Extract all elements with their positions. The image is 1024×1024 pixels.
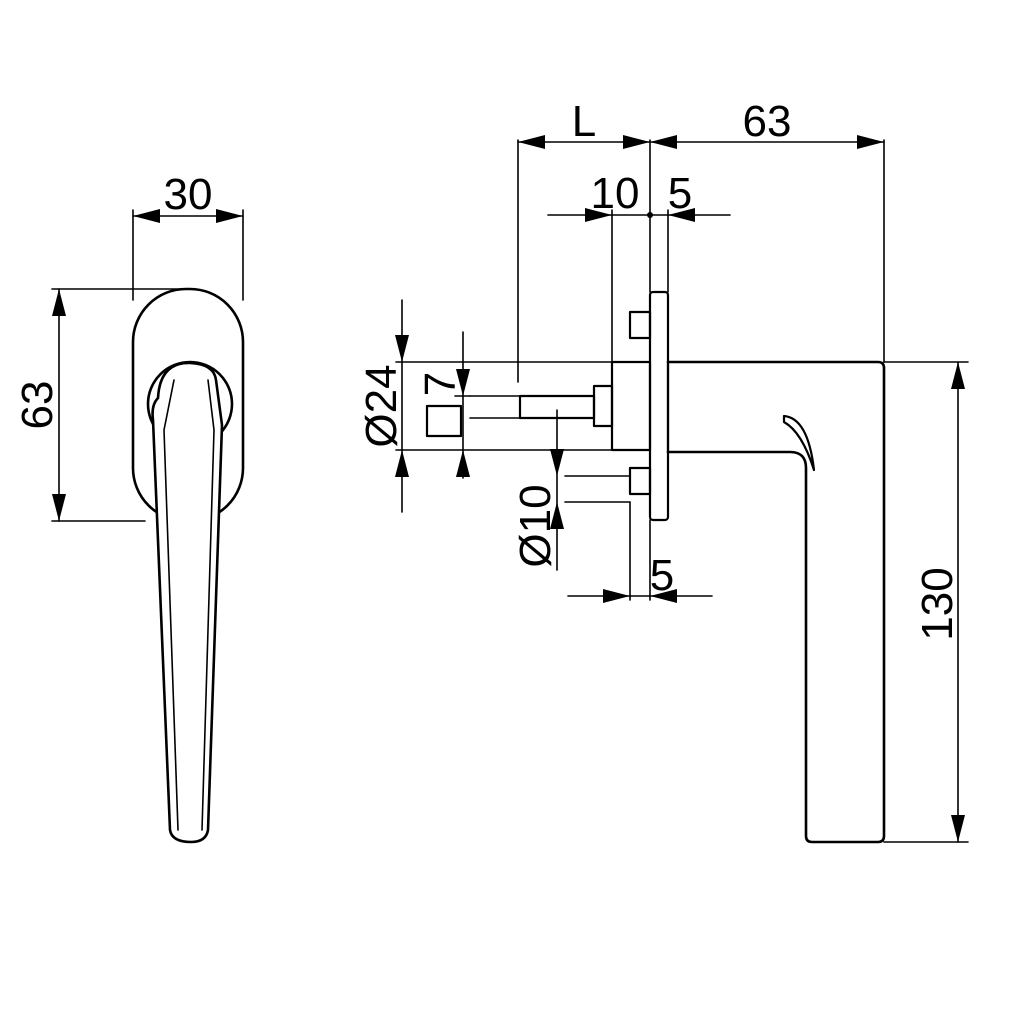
arrowhead [650, 589, 677, 603]
side-lever-arm [666, 360, 886, 844]
front-height-label: 63 [13, 381, 62, 430]
side-plate-thickness-label: 5 [668, 169, 692, 218]
side-spindle-boss [592, 384, 614, 428]
arrowhead [603, 589, 630, 603]
arrowhead [52, 494, 66, 521]
side-dia24-label: Ø24 [357, 364, 406, 447]
side-L-label: L [572, 97, 596, 146]
arrowhead [456, 450, 470, 477]
arrowhead [550, 449, 564, 476]
arrowhead [216, 209, 243, 223]
arrowhead [668, 208, 695, 222]
side-lever-hook [782, 414, 816, 472]
arrowhead [951, 815, 965, 842]
front-lever-inner-edge-2 [201, 379, 215, 831]
dim-dot [647, 212, 653, 218]
arrowhead [623, 135, 650, 149]
arrowhead [857, 135, 884, 149]
side-screw-head-bottom [628, 466, 652, 496]
front-width-label: 30 [164, 170, 213, 219]
side-screw-offset-label: 5 [650, 551, 674, 600]
arrowhead [650, 135, 677, 149]
side-rose-thickness-label: 10 [591, 169, 640, 218]
arrowhead [550, 502, 564, 529]
side-dia10-label: Ø10 [511, 484, 560, 567]
arrowhead [133, 209, 160, 223]
side-height-label: 130 [913, 567, 962, 640]
side-rose-body [610, 360, 652, 452]
side-reach-label: 63 [743, 97, 792, 146]
side-spindle-tip [425, 404, 463, 438]
front-view: 30 63 [13, 170, 245, 844]
side-screw-head-top [628, 310, 652, 340]
arrowhead [951, 362, 965, 389]
side-view: L 63 10 5 Ø24 7 Ø10 [357, 97, 969, 844]
front-lever-inner-edge [163, 379, 179, 831]
arrowhead [395, 335, 409, 362]
arrowhead [456, 369, 470, 396]
arrowhead [585, 208, 612, 222]
front-lever-outline [151, 361, 224, 844]
side-cover-plate [648, 290, 670, 522]
side-sq7-label: 7 [416, 372, 465, 396]
arrowhead [52, 289, 66, 316]
arrowhead [518, 135, 545, 149]
arrowhead [395, 450, 409, 477]
